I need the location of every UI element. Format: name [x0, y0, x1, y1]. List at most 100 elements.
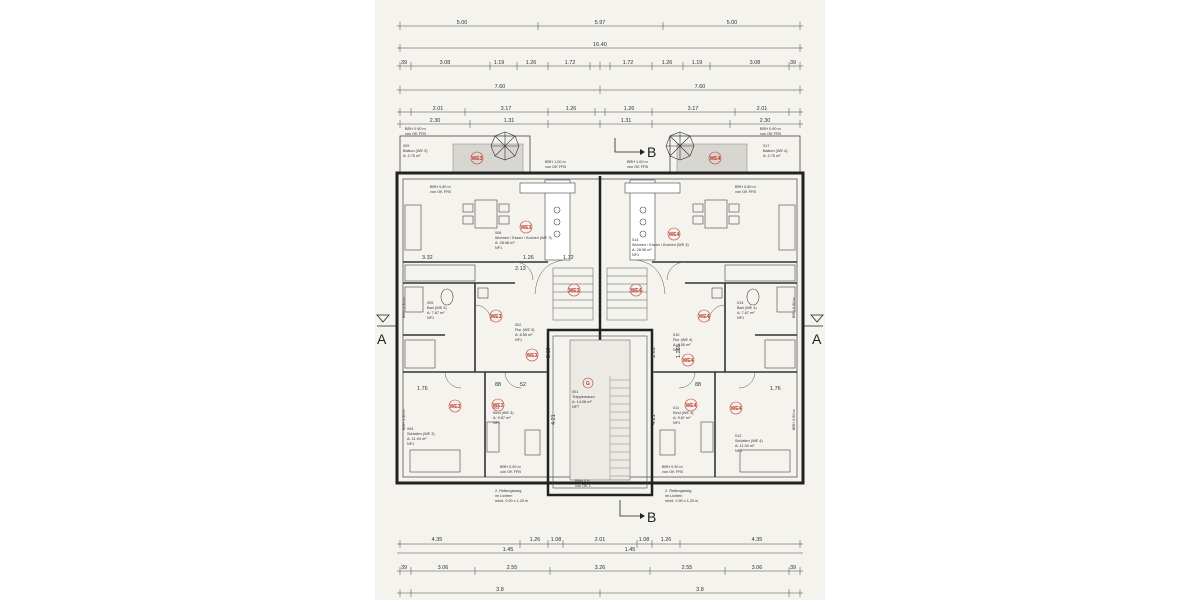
brh-label: BRH 0.90 m	[792, 409, 796, 430]
dim-label: 2.13	[546, 347, 552, 358]
dim-label: 3.06	[752, 565, 763, 571]
room-number: 005	[427, 301, 433, 305]
unit-tag-label: WE4	[686, 403, 697, 409]
brh-label: BRH 0.90 m	[760, 127, 781, 131]
brh-label: BRH 0.90 m	[792, 297, 796, 318]
room-name: Bad (WE 4)	[737, 306, 757, 310]
brh-ref: von OK FFB	[545, 165, 566, 169]
brh-ref: von OK FFB	[760, 132, 781, 136]
dim-label: 1.26	[662, 60, 673, 66]
dim-label: 3.17	[688, 106, 699, 112]
brh-label: BRH 1.00 m	[627, 160, 648, 164]
brh-ref: von OK FFB	[662, 470, 683, 474]
unit-tag-label: WE4	[669, 232, 680, 238]
brh-label: BRH 0.90 m	[662, 465, 683, 469]
room-area: A: 8.55 m²	[515, 333, 533, 337]
room-number: 006	[495, 231, 501, 235]
section-letter: A	[377, 331, 387, 347]
bottom-dimension-chains	[397, 540, 803, 597]
room-name: Wohnen / Essen / Kochen (WE 3)	[495, 236, 552, 240]
stair-core: G 001 Treppenraum A: 14.08 m² NF7 BRH 0.…	[546, 328, 654, 497]
dim-label: 1.76	[770, 386, 781, 392]
dim-label: 3.17	[501, 106, 512, 112]
unit-tag-we3	[470, 151, 484, 165]
room-name: Flur (WE 4)	[673, 338, 693, 342]
brh-label: BRH 0.80 m	[430, 185, 451, 189]
drawing-sheet: 5.00 5.97 5.00 16.40 39 3.08 1.19 1.26 1…	[375, 0, 825, 600]
room-level: NF1	[493, 421, 500, 425]
brh-label: BRH 0.90 m	[402, 297, 406, 318]
upper-stairs	[534, 259, 666, 321]
dim-label: 16.40	[593, 42, 607, 48]
room-name: Wohnen / Essen / Kochen (WE 4)	[632, 243, 689, 247]
room-number: 009	[403, 144, 409, 148]
unit-tag-label: WE3	[569, 288, 580, 294]
dim-label: 39	[401, 60, 407, 66]
dim-label: 1.26	[526, 60, 537, 66]
room-number: 003	[493, 406, 499, 410]
room-labels: 006 Wohnen / Essen / Kochen (WE 3) A: 28…	[407, 231, 763, 453]
unit-tag-label: WE3	[527, 353, 538, 359]
section-marker-a-left: A	[376, 314, 397, 347]
floor-plan: 5.00 5.97 5.00 16.40 39 3.08 1.19 1.26 1…	[376, 20, 824, 597]
section-marker-b-bottom: B	[619, 500, 656, 525]
dim-label: 4.21	[651, 414, 657, 425]
room-area: A: 28.98 m²	[632, 248, 652, 252]
inner-dimensions: 3.32 1.26 1.72 2.13 1.76 1.76 4.21 4.21 …	[417, 255, 781, 425]
dim-label: 52	[520, 382, 526, 388]
sofas	[404, 204, 796, 282]
room-name: Flur (WE 3)	[515, 328, 535, 332]
dim-label: 2.01	[757, 106, 768, 112]
dim-label: 39	[790, 565, 796, 571]
unit-tag-label: WE3	[491, 314, 502, 320]
dim-label: 39	[401, 565, 407, 571]
room-area: A: 7.67 m²	[427, 311, 445, 315]
dim-label: 1.19	[494, 60, 505, 66]
dim-label: 4.35	[752, 537, 763, 543]
dim-label: 3.8	[696, 587, 704, 593]
balconies: BRH 0.90 m von OK FFB BRH 0.90 m von OK …	[399, 127, 801, 175]
brh-label: BRH 0.80 m	[735, 185, 756, 189]
dim-label: 2.55	[682, 565, 693, 571]
dim-label: 39	[790, 60, 796, 66]
interior-walls	[403, 261, 797, 477]
section-letter: B	[647, 509, 656, 525]
unit-tag-label: WE4	[699, 314, 710, 320]
room-number: 014	[632, 238, 638, 242]
room-area: A: 9.87 m²	[673, 416, 691, 420]
brh-label: BRH 0.90 m	[402, 409, 406, 430]
room-level: NF1	[495, 246, 502, 250]
umbrella-icon	[490, 131, 520, 161]
dim-label: 3.32	[422, 255, 433, 261]
room-name: Kind (WE 3)	[493, 411, 514, 415]
room-area: A: 28.98 m²	[495, 241, 515, 245]
dim-label: 5.97	[595, 20, 606, 26]
dim-label: 3.26	[595, 565, 606, 571]
brh-ref: von OK FFB	[500, 470, 521, 474]
room-number: 002	[515, 323, 521, 327]
brh-label: BRH 0.9	[575, 479, 589, 483]
room-area: A: 2.75 m²	[763, 154, 781, 158]
room-number: 013	[737, 301, 743, 305]
dim-label: 1.26	[566, 106, 577, 112]
dim-label: 4.21	[551, 414, 557, 425]
dim-label: 3.08	[440, 60, 451, 66]
room-number: 004	[407, 427, 413, 431]
dim-label: 1.26	[661, 537, 672, 543]
dim-label: 1.45	[503, 547, 514, 553]
room-number: 010	[673, 333, 679, 337]
dim-label: 1.45	[625, 547, 636, 553]
escape-route-note: im Lichten	[665, 494, 682, 498]
escape-route-note: mind. 0.90 x 1.20 m	[495, 499, 528, 503]
dim-label: 1.08	[551, 537, 562, 543]
brh-label: BRH 0.90 m	[405, 127, 426, 131]
room-level: NF7	[572, 405, 579, 409]
dim-label: 5.00	[727, 20, 738, 26]
section-marker-a-right: A	[803, 314, 824, 347]
brh-ref: von OK FFB	[430, 190, 451, 194]
top-dimension-labels: 5.00 5.97 5.00 16.40 39 3.08 1.19 1.26 1…	[401, 20, 796, 124]
top-dimension-chains	[397, 22, 803, 128]
room-number: 001	[572, 390, 578, 394]
room-area: A: 8.55 m²	[673, 343, 691, 347]
dim-label: 1.26	[523, 255, 534, 261]
